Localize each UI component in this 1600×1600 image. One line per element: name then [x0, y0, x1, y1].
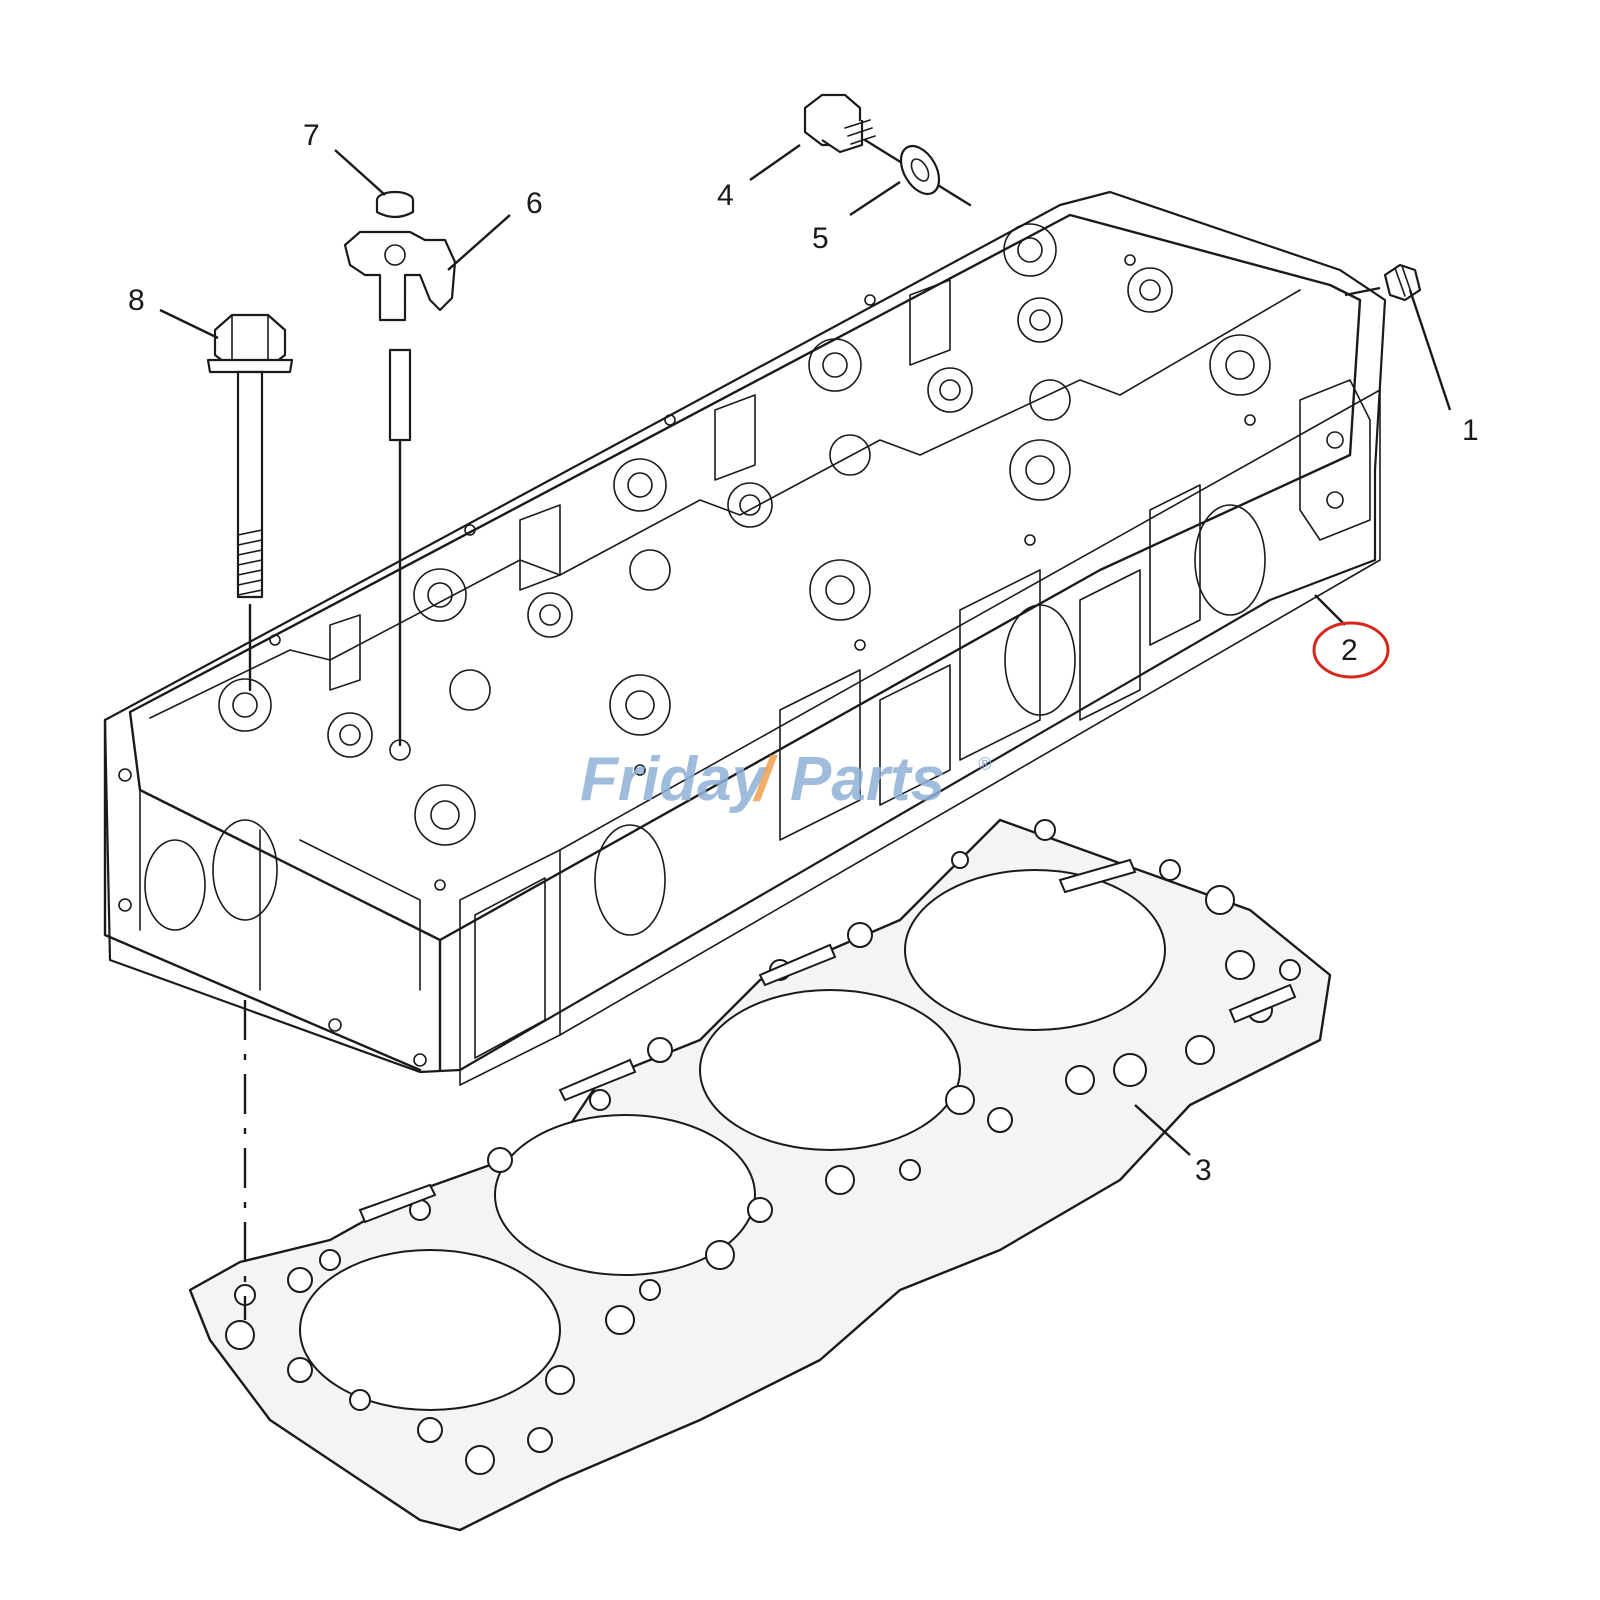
watermark-registered-mark: ® — [978, 754, 992, 774]
callout-8: 8 — [128, 284, 145, 317]
callout-7: 7 — [303, 119, 320, 152]
watermark-text-friday: Friday — [580, 745, 770, 814]
leader-lines — [159, 144, 1452, 1156]
callout-3: 3 — [1195, 1154, 1212, 1187]
watermark-logo: Friday / Parts ® — [580, 745, 992, 814]
callout-4: 4 — [717, 179, 734, 212]
plug-and-washer — [803, 93, 972, 207]
callout-6: 6 — [526, 187, 543, 220]
injector-clamp — [343, 190, 457, 761]
callout-labels: 1 2 3 4 5 6 7 8 — [128, 119, 1479, 1187]
watermark-text-parts: Parts — [790, 745, 945, 814]
callout-2: 2 — [1341, 634, 1358, 667]
head-bolt — [206, 313, 294, 692]
gasket-passages — [225, 819, 1301, 1475]
callout-1: 1 — [1462, 414, 1479, 447]
highlight-ring — [1312, 621, 1390, 679]
rim-holes — [118, 254, 1256, 1067]
cylinder-head — [103, 190, 1387, 1086]
head-gasket — [188, 818, 1332, 1532]
callout-5: 5 — [812, 222, 829, 255]
valve-bosses — [218, 223, 1271, 846]
